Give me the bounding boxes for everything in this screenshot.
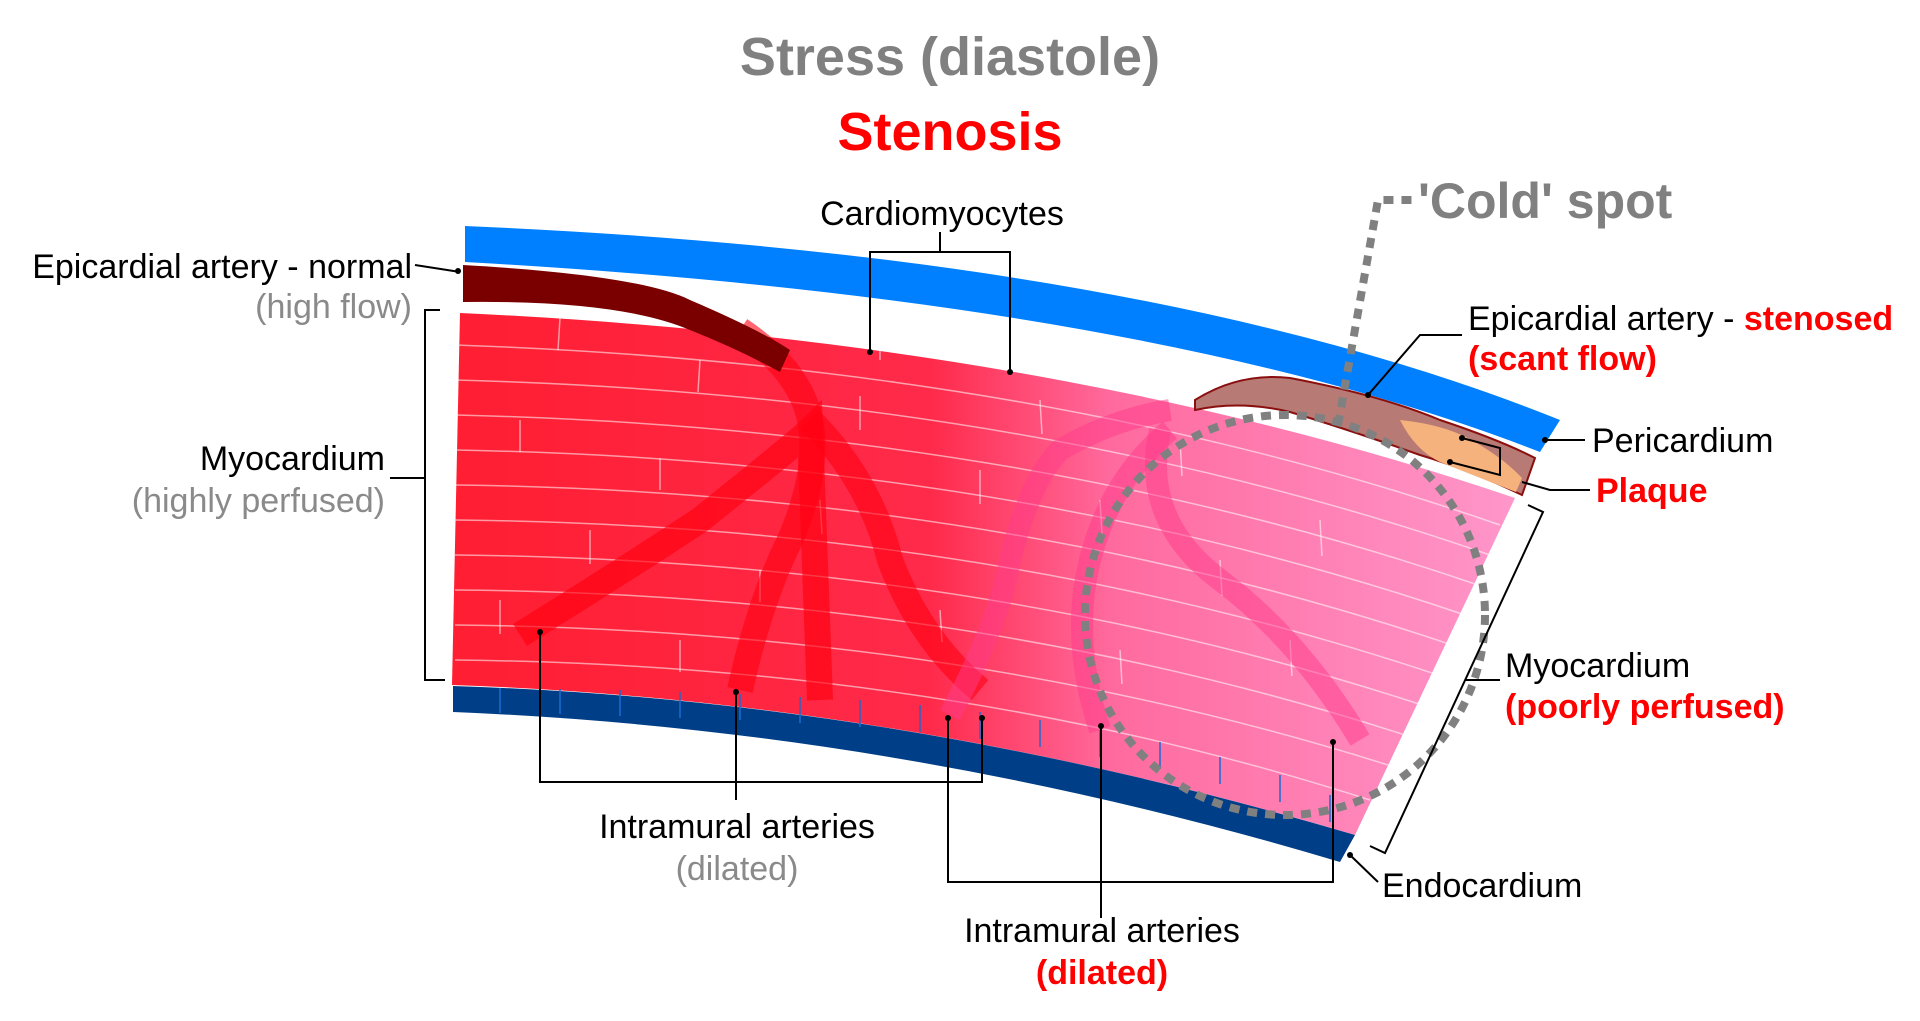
label-intramural-right-state: (dilated) (1036, 954, 1168, 992)
label-intramural-left-state: (dilated) (676, 850, 799, 888)
leader-dots (455, 268, 1548, 858)
intramural-arteries-left (513, 319, 989, 701)
label-epicardial-normal-flow: (high flow) (255, 288, 412, 326)
pericardium-band (465, 226, 1560, 452)
epicardial-artery-normal (463, 265, 790, 372)
cold-spot-circle (1081, 411, 1489, 819)
label-epicardial-stenosed: Epicardial artery - stenosed (1468, 300, 1893, 338)
plaque-deposit (1400, 420, 1522, 492)
label-epicardial-normal: Epicardial artery - normal (32, 248, 412, 286)
cold-spot-leader (1334, 196, 1415, 426)
label-pericardium: Pericardium (1592, 422, 1773, 460)
label-endocardium: Endocardium (1382, 867, 1582, 905)
epicardial-artery-stenosed (1194, 375, 1537, 497)
label-myocardium-left-state: (highly perfused) (132, 482, 385, 520)
label-plaque: Plaque (1596, 472, 1707, 510)
label-intramural-right: Intramural arteries (964, 912, 1240, 950)
diagram-title: Stress (diastole) (740, 27, 1160, 87)
label-intramural-left: Intramural arteries (599, 808, 875, 846)
endocardium-band (453, 686, 1355, 862)
label-leaders (390, 232, 1590, 918)
label-cardiomyocytes: Cardiomyocytes (820, 195, 1064, 233)
label-myocardium-right-state: (poorly perfused) (1505, 688, 1785, 726)
label-epicardial-stenosed-prefix: Epicardial artery - (1468, 300, 1744, 338)
cold-spot-label: 'Cold' spot (1418, 173, 1673, 229)
myocardium-tissue (452, 313, 1515, 835)
label-epicardial-stenosed-flow: (scant flow) (1468, 340, 1657, 378)
diagram-subtitle: Stenosis (837, 102, 1062, 162)
label-myocardium-right: Myocardium (1505, 647, 1690, 685)
label-epicardial-stenosed-word: stenosed (1744, 300, 1893, 338)
label-myocardium-left: Myocardium (200, 440, 385, 478)
intramural-arteries-right (940, 399, 1370, 746)
